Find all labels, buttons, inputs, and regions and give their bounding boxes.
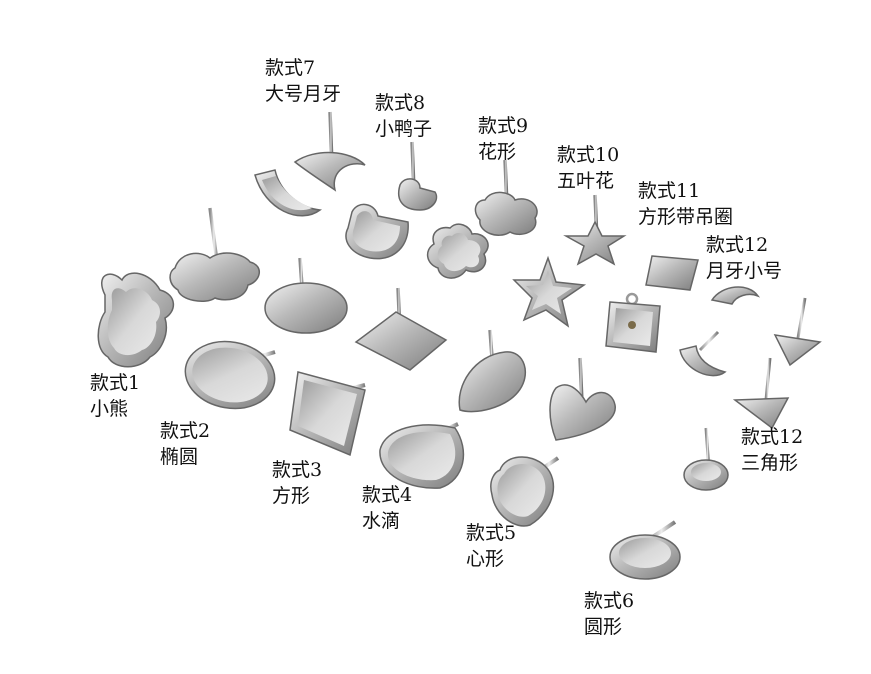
label-style-12-triangle: 款式12 三角形 bbox=[741, 424, 803, 476]
oval-earring bbox=[184, 340, 276, 410]
heart-earring bbox=[490, 456, 560, 527]
style-name: 五叶花 bbox=[557, 170, 615, 192]
bear-earring bbox=[97, 272, 175, 368]
style-name: 小熊 bbox=[90, 398, 129, 420]
style-name: 方形带吊圈 bbox=[638, 206, 734, 228]
style-number: 款式4 bbox=[362, 484, 413, 506]
style-number: 款式3 bbox=[272, 459, 323, 481]
teardrop-pad-earring bbox=[458, 329, 527, 413]
label-style-6: 款式6 圆形 bbox=[584, 588, 634, 640]
style-name: 三角形 bbox=[741, 452, 799, 474]
style-name: 大号月牙 bbox=[265, 83, 342, 105]
five-petal-flower-earring bbox=[512, 194, 627, 328]
style-name: 月牙小号 bbox=[706, 260, 783, 282]
style-name: 水滴 bbox=[362, 510, 401, 532]
label-style-9: 款式9 花形 bbox=[478, 113, 528, 165]
style-name: 椭圆 bbox=[160, 446, 199, 468]
square-earring bbox=[289, 371, 366, 457]
style-number: 款式2 bbox=[160, 420, 211, 442]
style-number: 款式5 bbox=[466, 522, 517, 544]
style-number: 款式11 bbox=[638, 180, 701, 202]
teardrop-earring bbox=[379, 422, 465, 489]
style-name: 圆形 bbox=[584, 616, 623, 638]
style-number: 款式8 bbox=[375, 92, 426, 114]
heart-pad-earring bbox=[549, 357, 616, 441]
style-number: 款式1 bbox=[90, 372, 141, 394]
style-number: 款式9 bbox=[478, 115, 529, 137]
label-style-8: 款式8 小鸭子 bbox=[375, 90, 432, 142]
style-number: 款式6 bbox=[584, 590, 635, 612]
label-style-5: 款式5 心形 bbox=[466, 520, 516, 572]
triangle-earring bbox=[732, 297, 822, 430]
label-style-7: 款式7 大号月牙 bbox=[265, 55, 341, 107]
style-name: 小鸭子 bbox=[375, 118, 433, 140]
bear-pad-earring bbox=[169, 207, 260, 302]
style-number: 款式12 bbox=[706, 234, 769, 256]
label-style-1: 款式1 小熊 bbox=[90, 370, 140, 422]
style-number: 款式12 bbox=[741, 426, 804, 448]
label-style-2: 款式2 椭圆 bbox=[160, 418, 210, 470]
style-name: 花形 bbox=[478, 141, 517, 163]
label-style-10: 款式10 五叶花 bbox=[557, 142, 619, 194]
small-round-earring bbox=[683, 427, 729, 491]
small-crescent-earring bbox=[679, 255, 761, 377]
square-with-loop-earring bbox=[605, 225, 699, 353]
duck-earring bbox=[345, 141, 438, 260]
style-name: 心形 bbox=[466, 548, 505, 570]
style-number: 款式10 bbox=[557, 144, 620, 166]
label-style-12-crescent: 款式12 月牙小号 bbox=[706, 232, 782, 284]
large-crescent-earring bbox=[254, 111, 366, 217]
label-style-4: 款式4 水滴 bbox=[362, 482, 412, 534]
oval-pad-earring bbox=[264, 257, 348, 334]
style-name: 方形 bbox=[272, 485, 311, 507]
label-style-3: 款式3 方形 bbox=[272, 457, 322, 509]
round-earring bbox=[609, 520, 681, 580]
style-number: 款式7 bbox=[265, 57, 316, 79]
flower-earring bbox=[426, 159, 538, 279]
square-pad-earring bbox=[354, 287, 448, 371]
label-style-11: 款式11 方形带吊圈 bbox=[638, 178, 733, 230]
